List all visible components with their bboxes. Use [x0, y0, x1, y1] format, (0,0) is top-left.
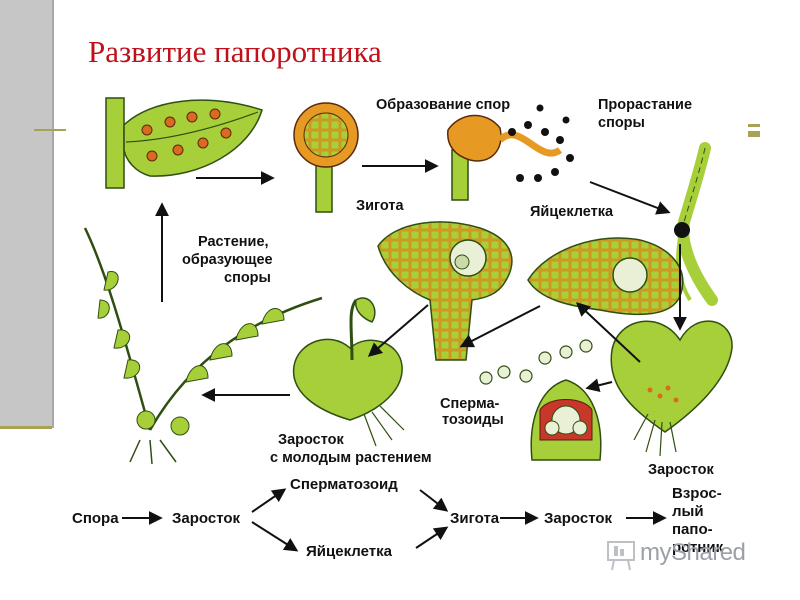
label-plant-line1: Растение,: [198, 234, 269, 250]
diagram-arrows: [155, 159, 687, 402]
prothallus-with-young-plant: [292, 297, 405, 447]
leaf-with-sori: [105, 97, 263, 189]
flow-adult-line1: Взрос-: [672, 485, 722, 502]
flow-zygote: Зигота: [450, 510, 500, 527]
slide-title: Развитие папоротника: [88, 34, 382, 69]
opened-sporangium: [447, 104, 574, 201]
title-rule-right-bottom: [748, 131, 760, 137]
spermatozoids: [479, 339, 593, 385]
label-sperm-line2: тозоиды: [442, 412, 504, 428]
label-spore-germination-line2: споры: [598, 115, 645, 131]
left-sidebar-decoration: [0, 0, 52, 428]
label-spore-formation: Образование спор: [376, 97, 510, 113]
sidebar-bottom-rule: [0, 426, 52, 429]
fern-plant: [83, 227, 323, 465]
label-prothallus: Заросток: [648, 462, 715, 478]
label-plant-line2: образующее: [182, 252, 273, 268]
title-rule-right-top: [748, 124, 760, 127]
flow-spermatozoid: Спермaтозоид: [290, 476, 398, 493]
title-rule-left: [34, 129, 66, 131]
flow-egg: Яйцеклетка: [306, 543, 393, 560]
flow-prothallus-2: Заросток: [544, 510, 613, 527]
sporangium: [293, 102, 359, 213]
label-prothallus-young-line1: Заросток: [278, 432, 345, 448]
watermark-text: myShared: [640, 539, 746, 566]
archegonium-section: [377, 221, 513, 361]
prothallus-right: [610, 320, 733, 457]
flow-adult-line2: лый: [672, 503, 704, 520]
flow-adult-line3: папо-: [672, 521, 713, 538]
label-prothallus-young-line2: с молодым растением: [270, 450, 432, 466]
flow-scheme: Спора Заросток Спермaтозоид Яйцеклетка З…: [72, 476, 724, 560]
label-spore-germination-line1: Прорастание: [598, 97, 692, 113]
label-zygote: Зигота: [356, 198, 404, 214]
label-plant-line3: споры: [224, 270, 271, 286]
egg-in-archegonium: [530, 379, 602, 461]
label-sperm-line1: Сперма-: [440, 396, 500, 412]
watermark-logo-icon: [607, 541, 635, 571]
flow-prothallus-1: Заросток: [172, 510, 241, 527]
label-egg-cell: Яйцеклетка: [530, 204, 614, 220]
flow-adult-line4: ротник: [672, 539, 724, 556]
antheridium-section: [527, 237, 684, 316]
flow-spore: Спора: [72, 510, 119, 527]
sidebar-edge-line: [52, 0, 54, 428]
